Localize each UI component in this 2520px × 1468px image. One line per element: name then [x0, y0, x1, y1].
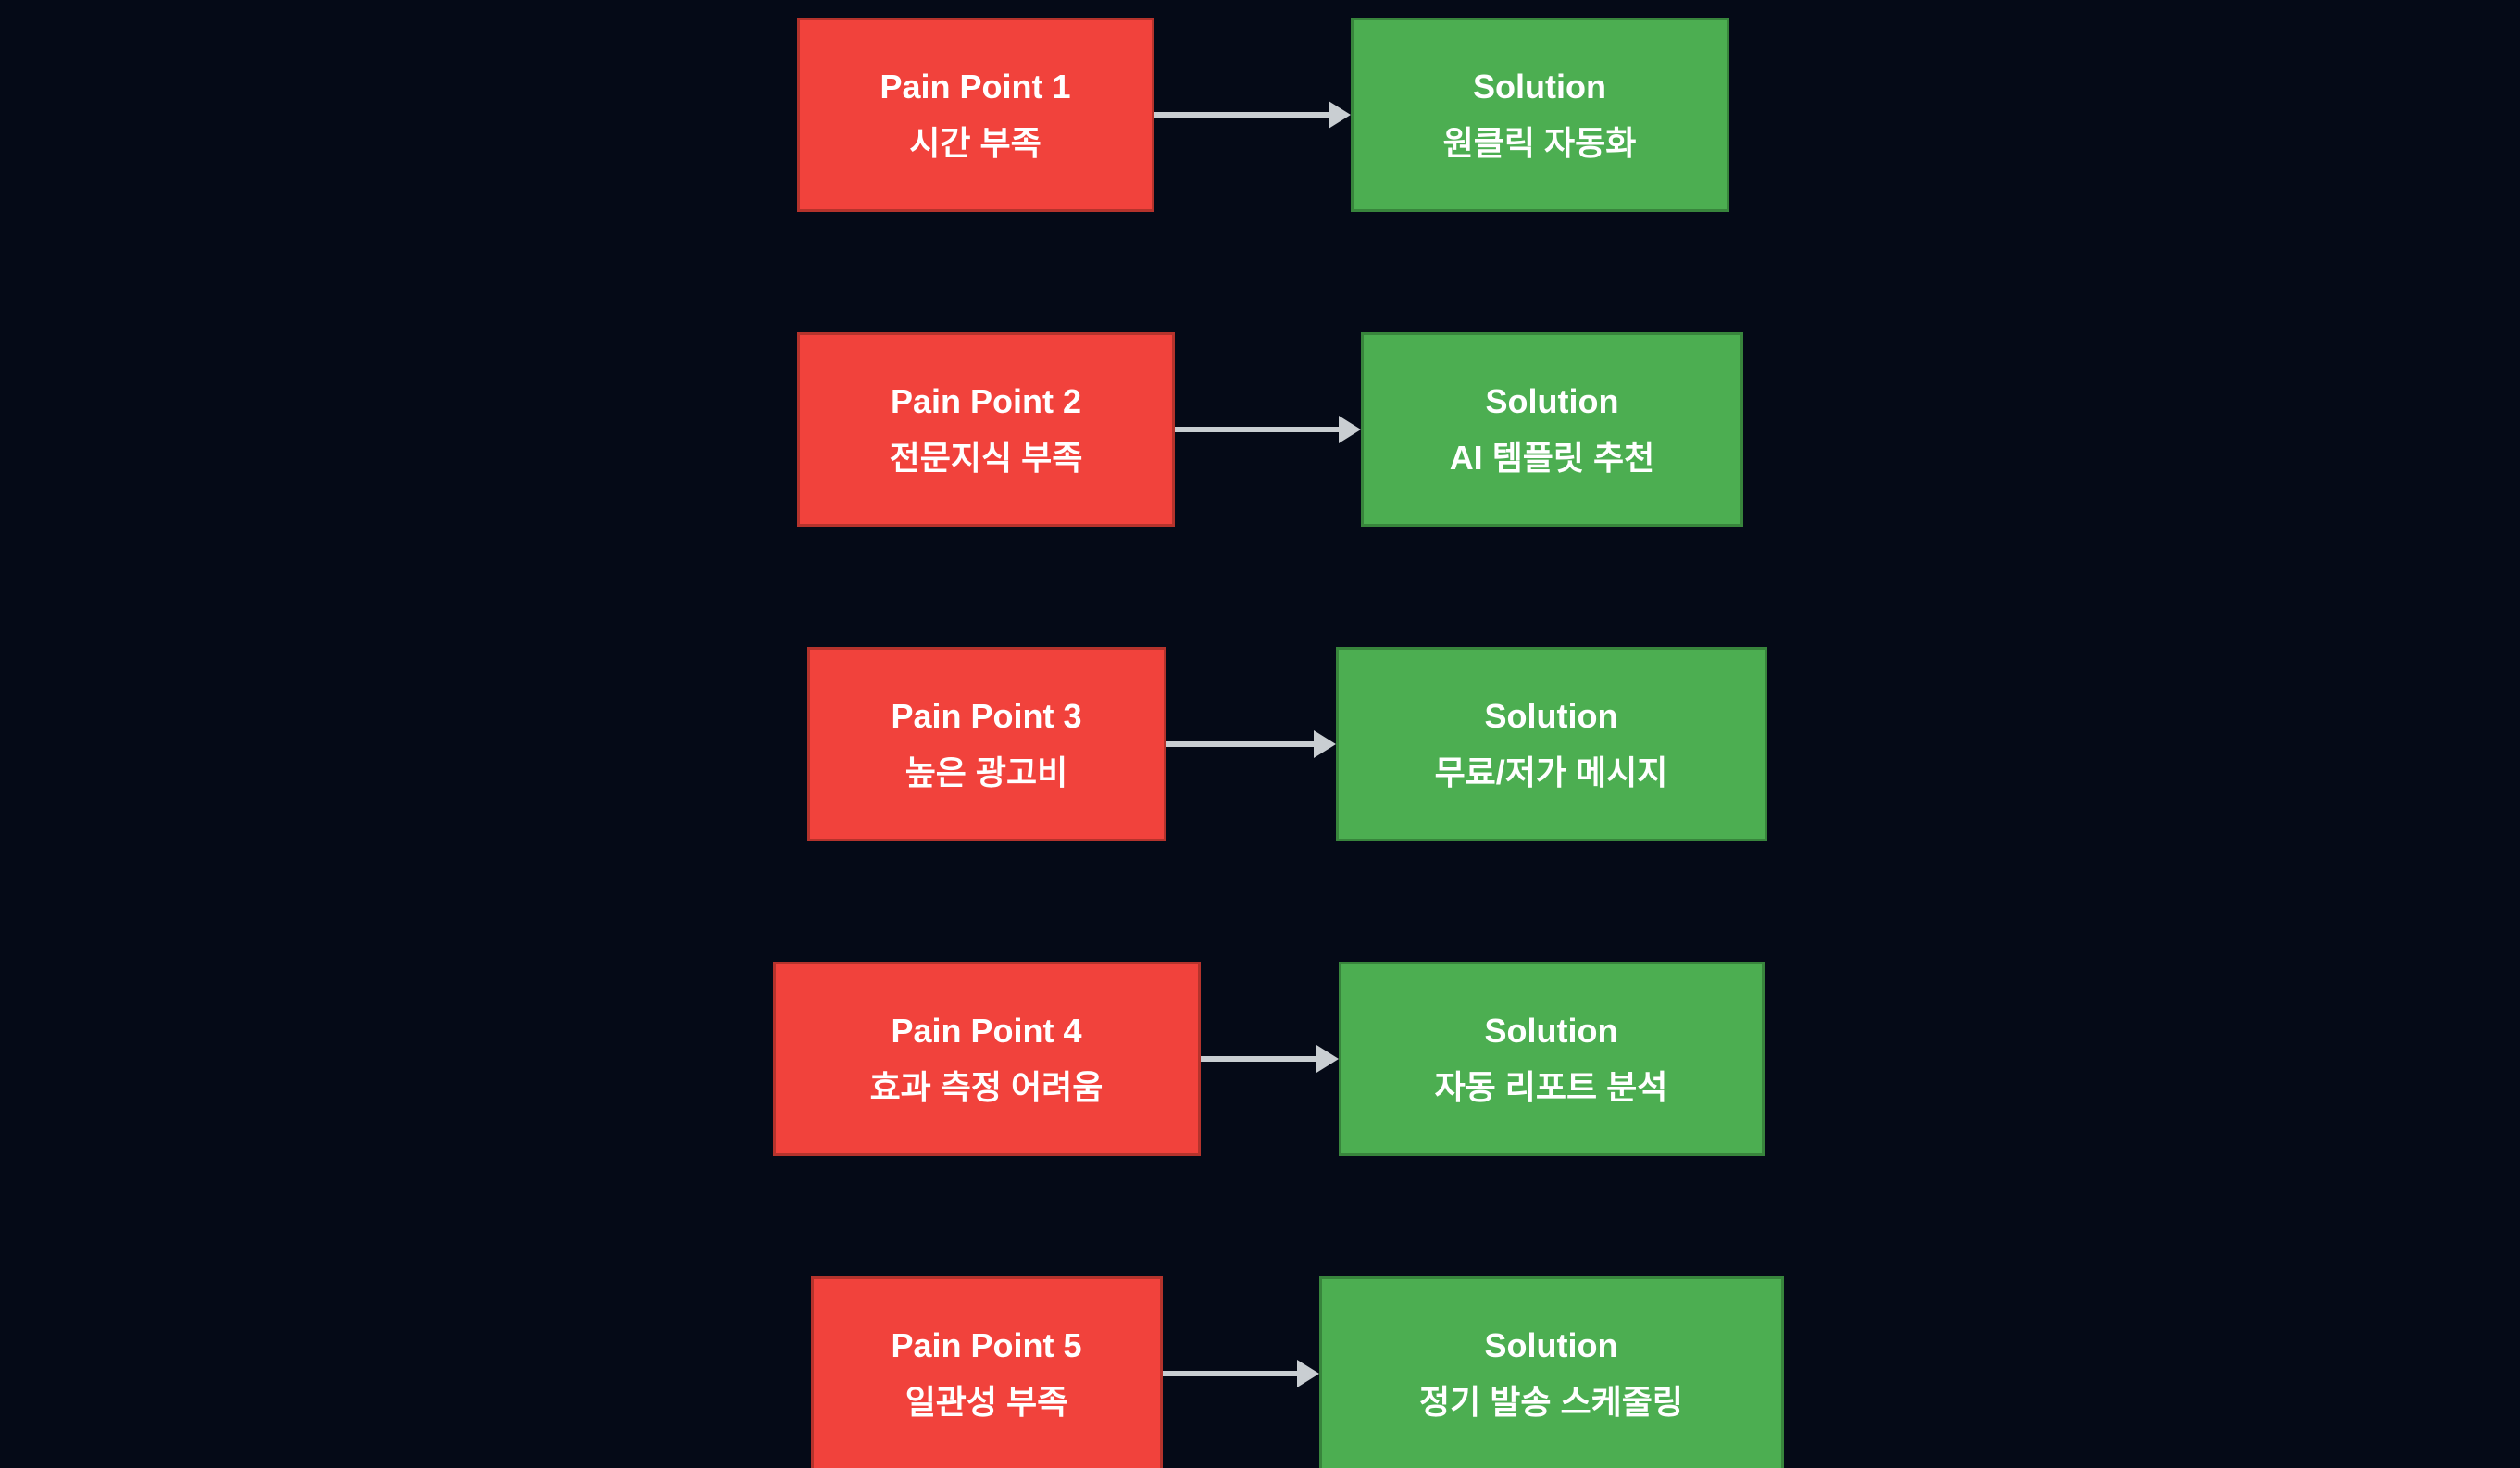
solution-title: Solution [1484, 1326, 1618, 1364]
pain-point-text: 일관성 부족 [904, 1383, 1068, 1421]
solution-title: Solution [1484, 1012, 1618, 1050]
arrow-head-icon [1339, 416, 1361, 443]
arrow-line [1162, 1371, 1297, 1376]
arrow-line [1175, 427, 1339, 432]
solution-2-box: Solution AI 템플릿 추천 [1361, 332, 1743, 527]
pain-point-title: Pain Point 5 [891, 1326, 1082, 1364]
pain-point-1-box: Pain Point 1 시간 부족 [796, 18, 1154, 212]
arrow-line [1200, 1056, 1316, 1062]
solution-text: 정기 발송 스케줄링 [1419, 1383, 1683, 1421]
arrow-4 [1200, 962, 1339, 1156]
solution-text: 자동 리포트 분석 [1434, 1068, 1668, 1106]
solution-1-box: Solution 원클릭 자동화 [1350, 18, 1729, 212]
pain-point-text: 효과 측정 어려움 [869, 1068, 1104, 1106]
solution-text: AI 템플릿 추천 [1449, 439, 1655, 477]
flow-row-3: Pain Point 3 높은 광고비 Solution 무료/저가 메시지 [27, 647, 2520, 841]
arrow-head-icon [1296, 1360, 1319, 1387]
pain-point-5-box: Pain Point 5 일관성 부족 [810, 1276, 1163, 1468]
pain-point-text: 시간 부족 [909, 124, 1042, 162]
arrow-1 [1154, 18, 1351, 212]
arrow-5 [1162, 1276, 1319, 1468]
arrow-2 [1175, 332, 1361, 527]
pain-point-4-box: Pain Point 4 효과 측정 어려움 [772, 962, 1201, 1156]
pain-point-text: 전문지식 부족 [889, 439, 1083, 477]
arrow-head-icon [1316, 1045, 1339, 1073]
solution-title: Solution [1473, 68, 1606, 106]
arrow-head-icon [1313, 730, 1336, 758]
pain-point-3-box: Pain Point 3 높은 광고비 [806, 647, 1166, 841]
solution-title: Solution [1485, 382, 1619, 420]
pain-point-text: 높은 광고비 [904, 753, 1068, 791]
solution-4-box: Solution 자동 리포트 분석 [1338, 962, 1765, 1156]
flow-row-5: Pain Point 5 일관성 부족 Solution 정기 발송 스케줄링 [37, 1276, 2520, 1468]
arrow-line [1154, 112, 1329, 118]
solution-5-box: Solution 정기 발송 스케줄링 [1318, 1276, 1784, 1468]
arrow-head-icon [1328, 101, 1351, 129]
pain-point-title: Pain Point 3 [891, 697, 1082, 735]
flow-row-4: Pain Point 4 효과 측정 어려움 Solution 자동 리포트 분… [8, 962, 2520, 1156]
solution-3-box: Solution 무료/저가 메시지 [1335, 647, 1767, 841]
flow-row-1: Pain Point 1 시간 부족 Solution 원클릭 자동화 [3, 18, 2520, 212]
arrow-3 [1166, 647, 1336, 841]
solution-title: Solution [1484, 697, 1618, 735]
solution-text: 원클릭 자동화 [1442, 124, 1637, 162]
flow-row-2: Pain Point 2 전문지식 부족 Solution AI 템플릿 추천 [10, 332, 2520, 527]
pain-point-title: Pain Point 2 [890, 382, 1082, 420]
solution-text: 무료/저가 메시지 [1434, 753, 1668, 791]
pain-point-2-box: Pain Point 2 전문지식 부족 [797, 332, 1175, 527]
pain-point-title: Pain Point 4 [891, 1012, 1082, 1050]
arrow-line [1166, 741, 1314, 747]
pain-point-title: Pain Point 1 [880, 68, 1071, 106]
